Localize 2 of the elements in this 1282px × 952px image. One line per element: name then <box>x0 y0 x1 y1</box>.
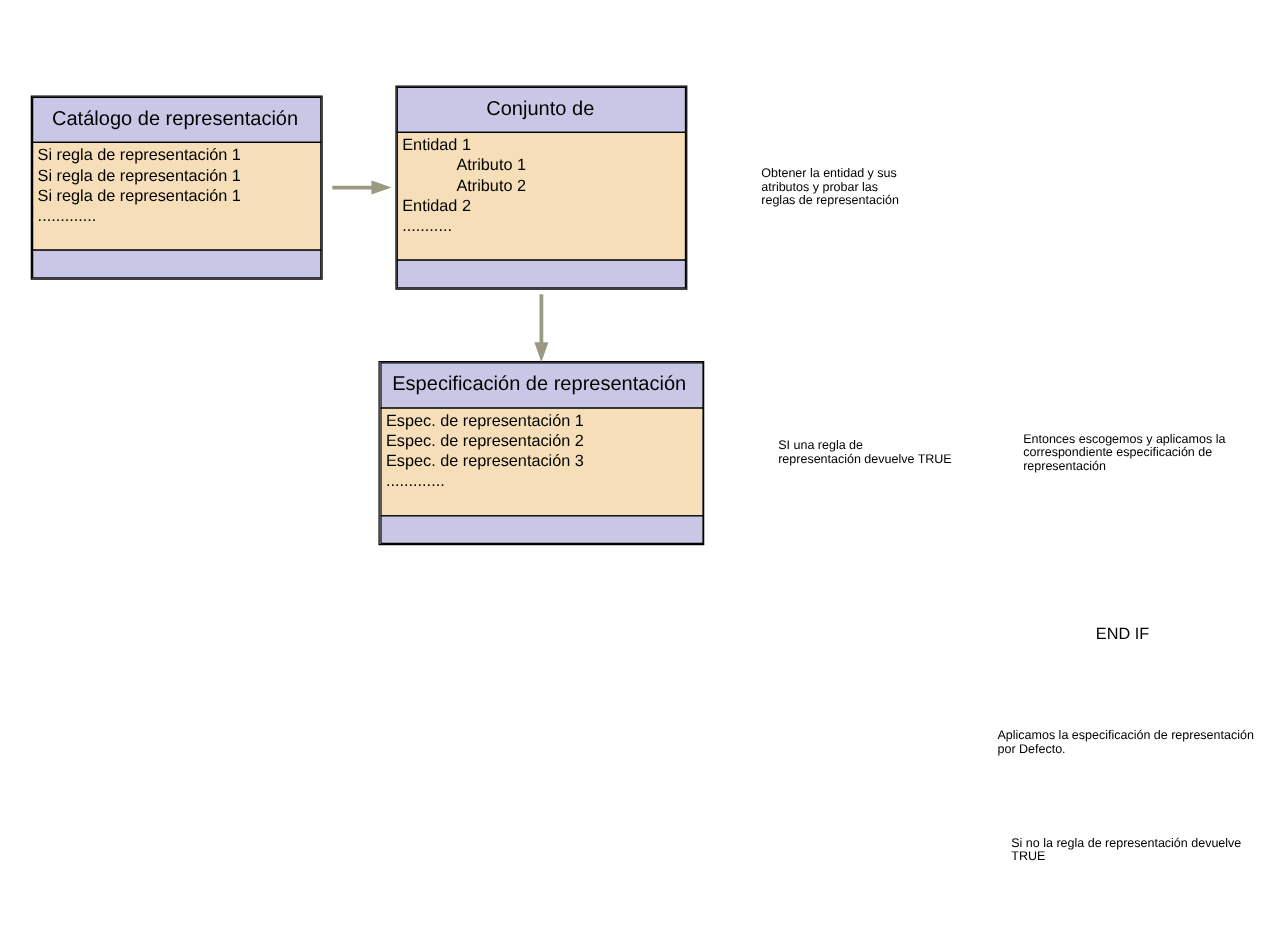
arrow <box>534 293 549 362</box>
arrow <box>332 179 392 194</box>
